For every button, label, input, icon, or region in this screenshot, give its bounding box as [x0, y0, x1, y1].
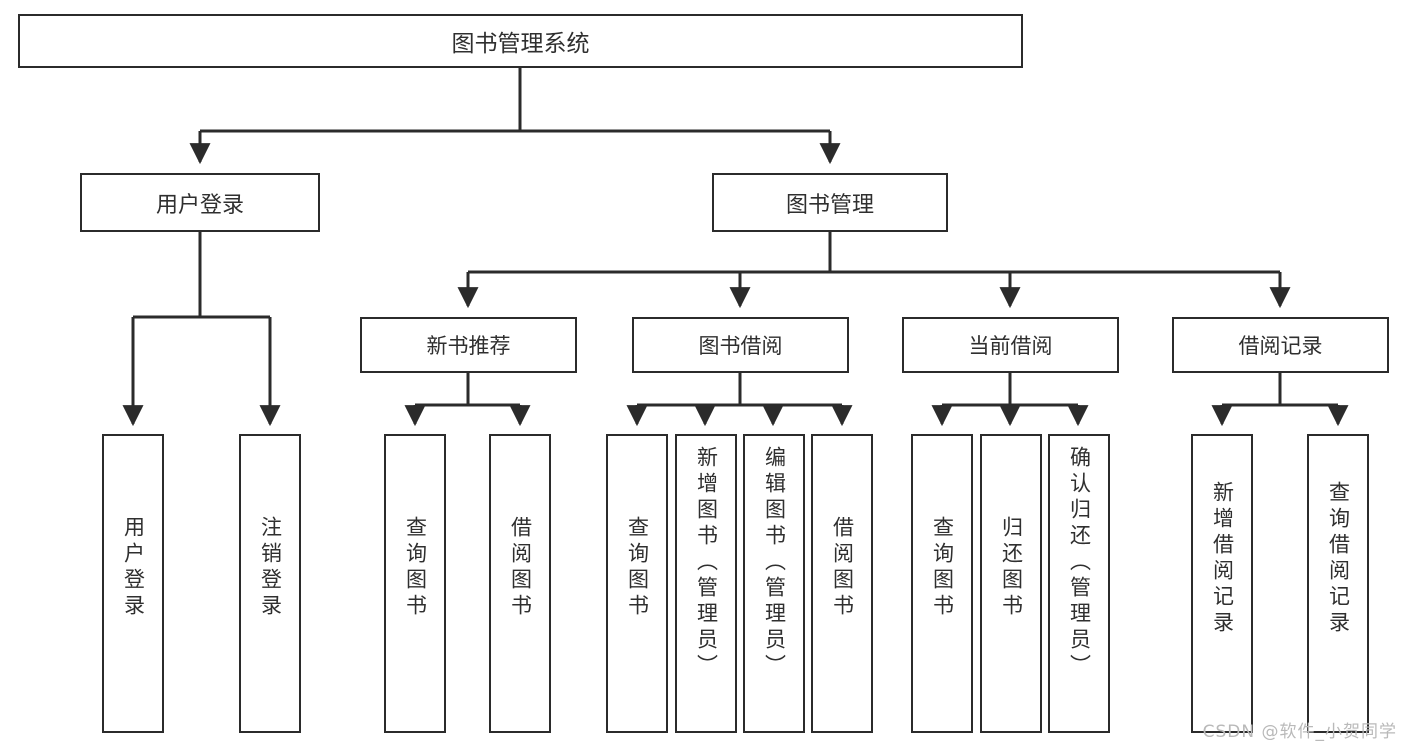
node-current-borrow[interactable]: 当前借阅: [902, 317, 1119, 373]
node-label: 新书推荐: [426, 334, 511, 358]
node-label: 图书管理系统: [451, 31, 590, 57]
leaf-user-logout[interactable]: 注销登录: [239, 434, 301, 733]
node-user-login[interactable]: 用户登录: [80, 173, 320, 232]
node-label: 图书管理: [785, 192, 874, 218]
node-label: 当前借阅: [968, 334, 1053, 358]
node-label: 归还图书: [999, 516, 1024, 620]
node-label: 新增借阅记录: [1210, 481, 1235, 637]
node-label: 借阅记录: [1238, 334, 1323, 358]
node-label: 确认归还（管理员）: [1067, 446, 1092, 680]
node-label: 查询图书: [930, 516, 955, 620]
node-label: 用户登录: [121, 516, 146, 620]
leaf-query-borrow-record[interactable]: 查询借阅记录: [1307, 434, 1369, 733]
watermark: CSDN @软件_小贺同学: [1202, 722, 1397, 742]
node-label: 查询图书: [403, 516, 428, 620]
leaf-query-book-current[interactable]: 查询图书: [911, 434, 973, 733]
leaf-confirm-return-admin[interactable]: 确认归还（管理员）: [1048, 434, 1110, 733]
leaf-user-login[interactable]: 用户登录: [102, 434, 164, 733]
leaf-borrow-book-recommend[interactable]: 借阅图书: [489, 434, 551, 733]
node-label: 新增图书（管理员）: [694, 446, 719, 680]
node-root[interactable]: 图书管理系统: [18, 14, 1023, 68]
node-book-management[interactable]: 图书管理: [712, 173, 948, 232]
leaf-add-book-admin[interactable]: 新增图书（管理员）: [675, 434, 737, 733]
node-borrow-record[interactable]: 借阅记录: [1172, 317, 1389, 373]
leaf-add-borrow-record[interactable]: 新增借阅记录: [1191, 434, 1253, 733]
node-label: 用户登录: [155, 192, 244, 218]
leaf-borrow-book[interactable]: 借阅图书: [811, 434, 873, 733]
leaf-return-book[interactable]: 归还图书: [980, 434, 1042, 733]
leaf-query-book-recommend[interactable]: 查询图书: [384, 434, 446, 733]
node-label: 借阅图书: [508, 516, 533, 620]
leaf-edit-book-admin[interactable]: 编辑图书（管理员）: [743, 434, 805, 733]
node-label: 编辑图书（管理员）: [762, 446, 787, 680]
node-book-borrow[interactable]: 图书借阅: [632, 317, 849, 373]
node-label: 注销登录: [258, 516, 283, 620]
node-label: 查询借阅记录: [1326, 481, 1351, 637]
node-label: 图书借阅: [698, 334, 783, 358]
node-label: 查询图书: [625, 516, 650, 620]
node-label: 借阅图书: [830, 516, 855, 620]
node-new-book-recommend[interactable]: 新书推荐: [360, 317, 577, 373]
leaf-query-book-borrow[interactable]: 查询图书: [606, 434, 668, 733]
